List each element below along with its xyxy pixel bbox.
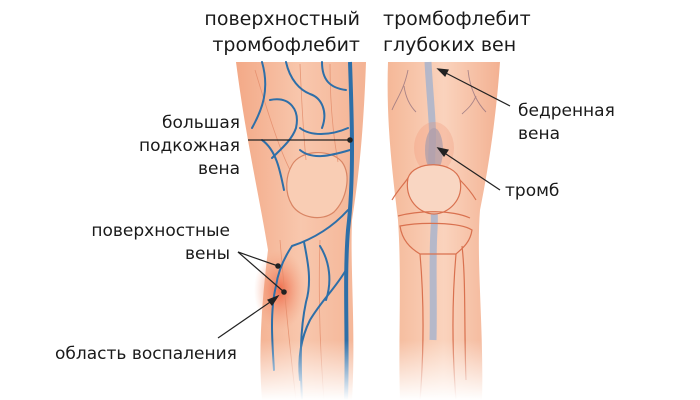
title-deep-line1: тромбофлебит — [383, 8, 531, 30]
label-thrombus: тромб — [505, 181, 560, 201]
title-superficial-line1: поверхностный — [204, 8, 360, 30]
leader-femoral — [439, 69, 511, 107]
label-line: большая — [162, 113, 240, 133]
label-inflammation-area: область воспаления — [55, 344, 237, 364]
label-great-saphenous-vein: большая подкожная вена — [120, 112, 240, 181]
title-deep-line2: глубоких вен — [383, 34, 517, 56]
title-superficial-line2: тромбофлебит — [212, 34, 360, 56]
label-line: бедренная — [518, 101, 615, 121]
label-femoral-vein: бедренная вена — [518, 100, 615, 146]
title-superficial: поверхностный тромбофлебит — [160, 6, 360, 58]
label-line: вена — [518, 124, 561, 144]
label-line: подкожная — [138, 136, 240, 156]
title-deep: тромбофлебит глубоких вен — [383, 6, 531, 58]
label-line: поверхностные — [91, 221, 230, 241]
leader-thrombus — [439, 149, 501, 191]
leader-inflammation — [217, 297, 277, 339]
label-line: вены — [184, 244, 230, 264]
label-superficial-veins: поверхностные вены — [60, 220, 230, 266]
leader-superficial-2 — [237, 251, 285, 293]
leader-superficial-1 — [237, 251, 279, 267]
label-line: вена — [197, 159, 240, 179]
